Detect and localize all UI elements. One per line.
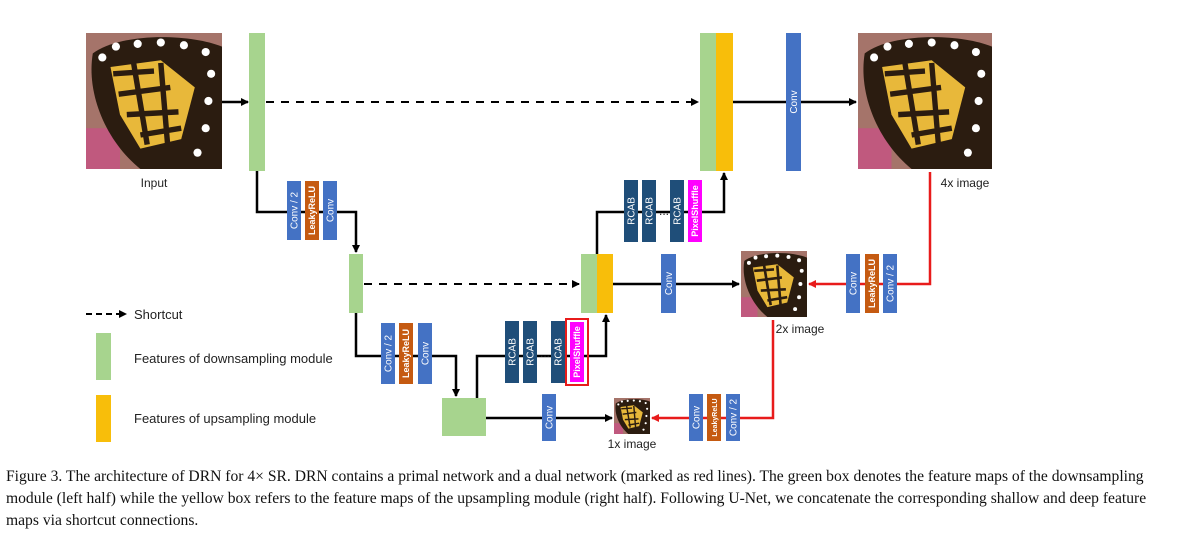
conv-block-down2-label: Conv — [421, 342, 432, 365]
rcab-block-up3-c — [551, 321, 565, 383]
figure-caption: Figure 3. The architecture of DRN for 4×… — [6, 468, 1147, 529]
leaky-relu-block-down2 — [399, 323, 413, 384]
legend-shortcut-label: Shortcut — [134, 307, 183, 322]
conv-block-down2 — [418, 323, 432, 384]
up-feature-level1 — [716, 33, 733, 171]
rcab-block-up3-c-label: RCAB — [554, 338, 565, 366]
conv-block-dual-1x-label: Conv — [692, 406, 703, 429]
conv-block-down1-label: Conv — [326, 199, 337, 222]
rcab-block-up3-b — [523, 321, 537, 383]
rcab-block-up2-c-label: RCAB — [673, 197, 684, 225]
legend-down-features-swatch — [96, 333, 111, 380]
rcab-block-up2-b — [642, 180, 656, 242]
down-feature-level3 — [442, 398, 486, 436]
legend-up-features-label: Features of upsampling module — [134, 411, 316, 426]
rcab-block-up2-c — [670, 180, 684, 242]
conv-half-block-down1 — [287, 181, 301, 240]
rcab-block-up3-a — [505, 321, 519, 383]
output-4x-image — [858, 33, 992, 169]
conv-block-1x — [542, 394, 556, 441]
leaky-relu-block-down1-label: LeakyReLU — [307, 186, 317, 235]
pixel-shuffle-block-up2 — [688, 180, 702, 242]
leaky-relu-block-down2-label: LeakyReLU — [401, 329, 411, 378]
concat-down-feature-level2 — [581, 254, 597, 313]
up-path-level3 — [475, 314, 610, 398]
output-1x-image — [614, 398, 650, 434]
conv-block-4x-label: Conv — [789, 90, 800, 113]
leaky-relu-block-dual-1x-label: LeakyReLU — [712, 398, 719, 436]
rcab-block-up3-b-label: RCAB — [526, 338, 537, 366]
conv-block-dual-2x-label: Conv — [849, 272, 860, 295]
rcab-block-up3-a-label: RCAB — [508, 338, 519, 366]
pixel-shuffle-block-up2-label: PixelShuffle — [690, 185, 700, 237]
leaky-relu-block-down1 — [305, 181, 319, 240]
down-feature-level1 — [249, 33, 265, 171]
conv-block-2x — [661, 254, 676, 313]
input-image — [86, 33, 222, 169]
conv-block-dual-1x — [689, 394, 703, 441]
legend-up-features-swatch — [96, 395, 111, 442]
output-2x-image — [741, 251, 807, 317]
output-1x-label: 1x image — [608, 437, 657, 451]
rcab-ellipsis-up3: ... — [540, 346, 550, 360]
pixel-shuffle-highlight-box — [565, 318, 589, 386]
up-feature-level2 — [597, 254, 613, 313]
output-2x-label: 2x image — [776, 322, 825, 336]
pixel-shuffle-block-up3-label: PixelShuffle — [572, 326, 582, 378]
concat-down-feature-level1 — [700, 33, 716, 171]
conv-block-dual-2x — [846, 254, 860, 313]
conv-half-block-down1-label: Conv / 2 — [290, 191, 301, 229]
pixel-shuffle-block-up3 — [570, 322, 584, 382]
leaky-relu-block-dual-2x — [865, 254, 879, 313]
conv-half-block-down2 — [381, 323, 395, 384]
rcab-block-up2-b-label: RCAB — [645, 197, 656, 225]
rcab-ellipsis-up2: ... — [659, 204, 669, 218]
leaky-relu-block-dual-2x-label: LeakyReLU — [867, 259, 877, 308]
down-feature-level2 — [349, 254, 363, 313]
conv-block-down1 — [323, 181, 337, 240]
up-path-level2 — [595, 172, 728, 254]
leaky-relu-block-dual-1x — [707, 394, 721, 441]
rcab-block-up2-a-label: RCAB — [627, 197, 638, 225]
conv-half-block-dual-1x-label: Conv / 2 — [729, 398, 740, 436]
legend-down-features-label: Features of downsampling module — [134, 351, 333, 366]
input-label: Input — [141, 176, 168, 190]
conv-block-1x-label: Conv — [545, 406, 556, 429]
conv-block-2x-label: Conv — [664, 272, 675, 295]
rcab-block-up2-a — [624, 180, 638, 242]
conv-block-4x — [786, 33, 801, 171]
conv-half-block-dual-2x — [883, 254, 897, 313]
output-4x-label: 4x image — [941, 176, 990, 190]
conv-half-block-down2-label: Conv / 2 — [384, 334, 395, 372]
conv-half-block-dual-1x — [726, 394, 740, 441]
conv-half-block-dual-2x-label: Conv / 2 — [886, 264, 897, 302]
